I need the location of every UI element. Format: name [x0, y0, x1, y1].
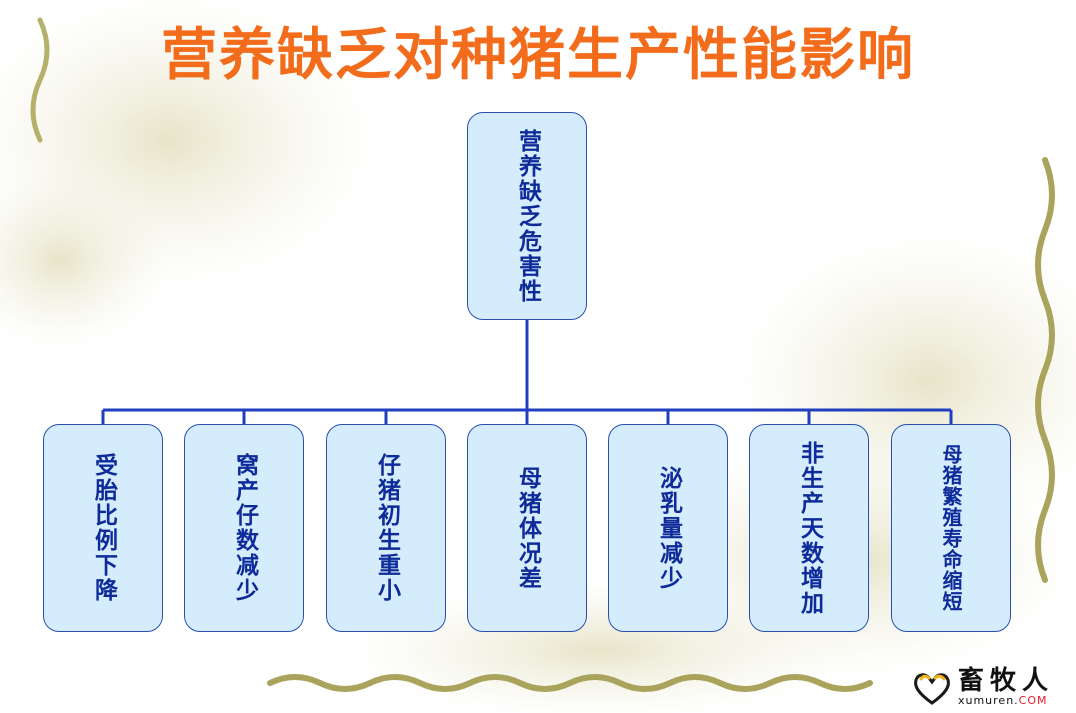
- logo-chinese-text: 畜牧人: [957, 666, 1054, 696]
- logo-url-com: COM: [1018, 694, 1048, 707]
- logo-url-text: xumuren.COM: [958, 694, 1048, 707]
- logo-url-domain: xumuren.: [957, 694, 1019, 707]
- child-node-label: 母猪繁殖寿命缩短: [939, 444, 963, 612]
- child-node-4: 母猪体况差: [467, 424, 587, 632]
- root-node: 营养缺乏危害性: [467, 112, 587, 320]
- page-title: 营养缺乏对种猪生产性能影响: [161, 23, 915, 88]
- vine-right: [1035, 157, 1055, 583]
- root-node-label: 营养缺乏危害性: [514, 128, 541, 304]
- xumuren-logo: 畜牧人 xumuren.COM: [912, 668, 1054, 707]
- child-node-3: 仔猪初生重小: [326, 424, 446, 632]
- child-node-label: 泌乳量减少: [655, 465, 682, 591]
- child-node-5: 泌乳量减少: [608, 424, 728, 632]
- child-node-label: 受胎比例下降: [90, 453, 117, 603]
- heart-logo-icon: [914, 672, 950, 705]
- child-node-2: 窝产仔数减少: [184, 424, 304, 632]
- child-node-label: 仔猪初生重小: [373, 453, 400, 603]
- child-node-1: 受胎比例下降: [43, 424, 163, 632]
- flower-blot-left: [0, 170, 170, 350]
- child-node-label: 非生产天数增加: [796, 440, 823, 616]
- child-node-7: 母猪繁殖寿命缩短: [891, 424, 1011, 632]
- child-node-6: 非生产天数增加: [749, 424, 869, 632]
- vine-bottom: [267, 674, 873, 692]
- child-node-label: 母猪体况差: [514, 465, 541, 591]
- vine-top-left: [30, 17, 50, 143]
- child-node-label: 窝产仔数减少: [231, 453, 258, 603]
